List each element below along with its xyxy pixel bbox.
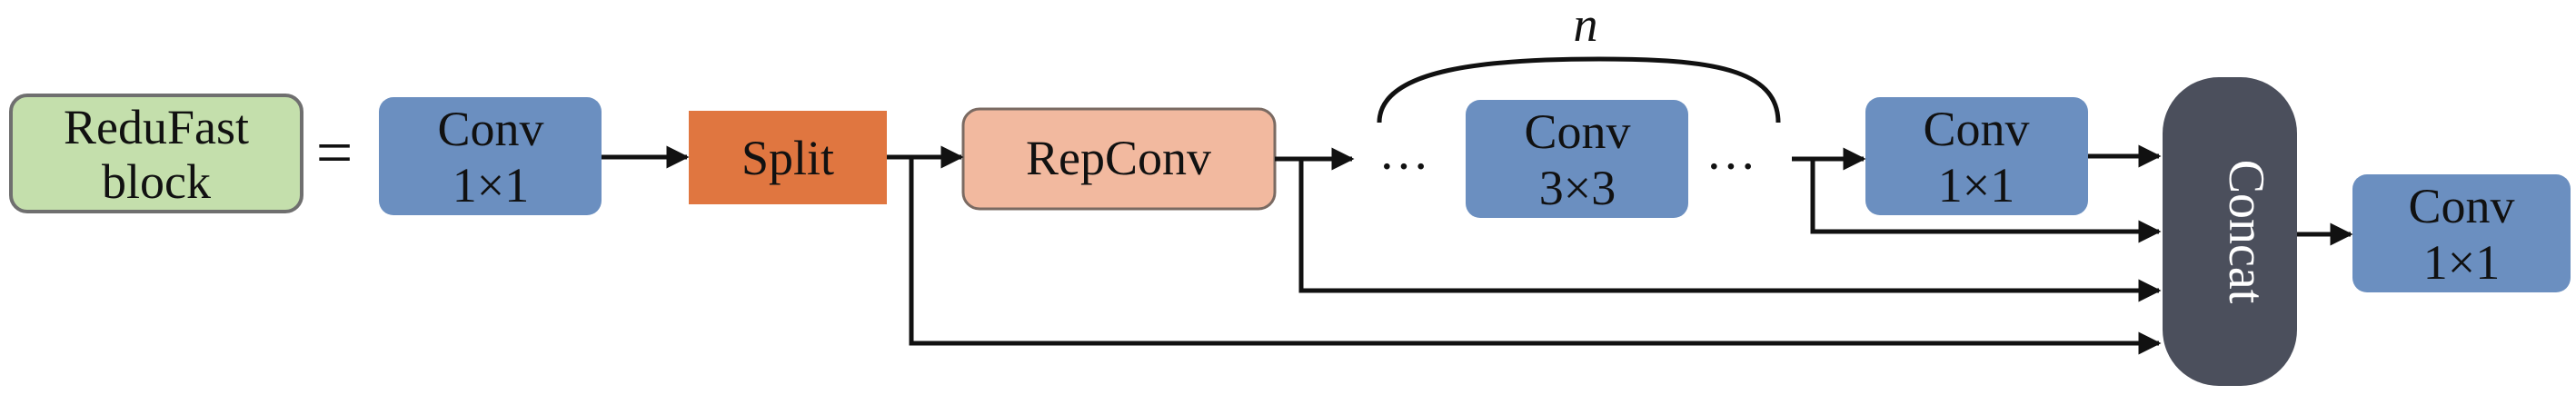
redufast-block-label-line1: ReduFast: [64, 100, 249, 154]
conv-1x1-branch-box: [1865, 97, 2088, 215]
ellipsis-left: ···: [1378, 139, 1429, 195]
conv-1x1-branch-label-line2: 1×1: [1938, 158, 2014, 212]
conv-3x3-block: Conv 3×3: [1466, 100, 1688, 218]
conv-1x1-output: Conv 1×1: [2352, 174, 2571, 292]
repconv-block: RepConv: [961, 107, 1277, 211]
ellipsis-right: ···: [1706, 139, 1756, 195]
conv-1x1-output-box: [2352, 174, 2571, 292]
conv-1x1-input-box: [379, 97, 602, 215]
conv-3x3-label-line2: 3×3: [1539, 161, 1616, 215]
equals-sign: =: [316, 116, 353, 189]
arrow-repeat-skip-to-concat: [1810, 159, 2162, 243]
split-box: [689, 111, 887, 204]
repeat-count-label: n: [1574, 0, 1598, 52]
conv-1x1-input-label-line2: 1×1: [453, 158, 529, 212]
conv-1x1-input-label-line1: Conv: [437, 102, 543, 156]
split-block: Split: [689, 111, 887, 204]
concat-block: Concat: [2163, 77, 2297, 386]
conv-1x1-output-label-line2: 1×1: [2423, 235, 2500, 290]
repeat-bracket: [1377, 56, 1781, 123]
connectors: [602, 144, 2353, 355]
redufast-block-label-line2: block: [102, 154, 211, 209]
conv-1x1-branch: Conv 1×1: [1865, 97, 2088, 215]
conv-3x3-box: [1466, 100, 1688, 218]
split-label: Split: [741, 131, 834, 185]
conv-3x3-label-line1: Conv: [1524, 104, 1630, 159]
arrow-repconv-skip-to-concat: [1298, 159, 2162, 302]
redufast-block-box: [9, 94, 303, 213]
arrow-split-skip-to-concat: [909, 157, 2162, 355]
conv-1x1-input: Conv 1×1: [379, 97, 602, 215]
conv-1x1-output-label-line1: Conv: [2408, 179, 2514, 233]
conv-1x1-branch-label-line1: Conv: [1923, 102, 2029, 156]
concat-box: [2163, 77, 2297, 386]
repconv-label: RepConv: [1026, 131, 1211, 185]
redufast-block: ReduFast block: [9, 94, 303, 213]
concat-label: Concat: [2218, 160, 2274, 304]
